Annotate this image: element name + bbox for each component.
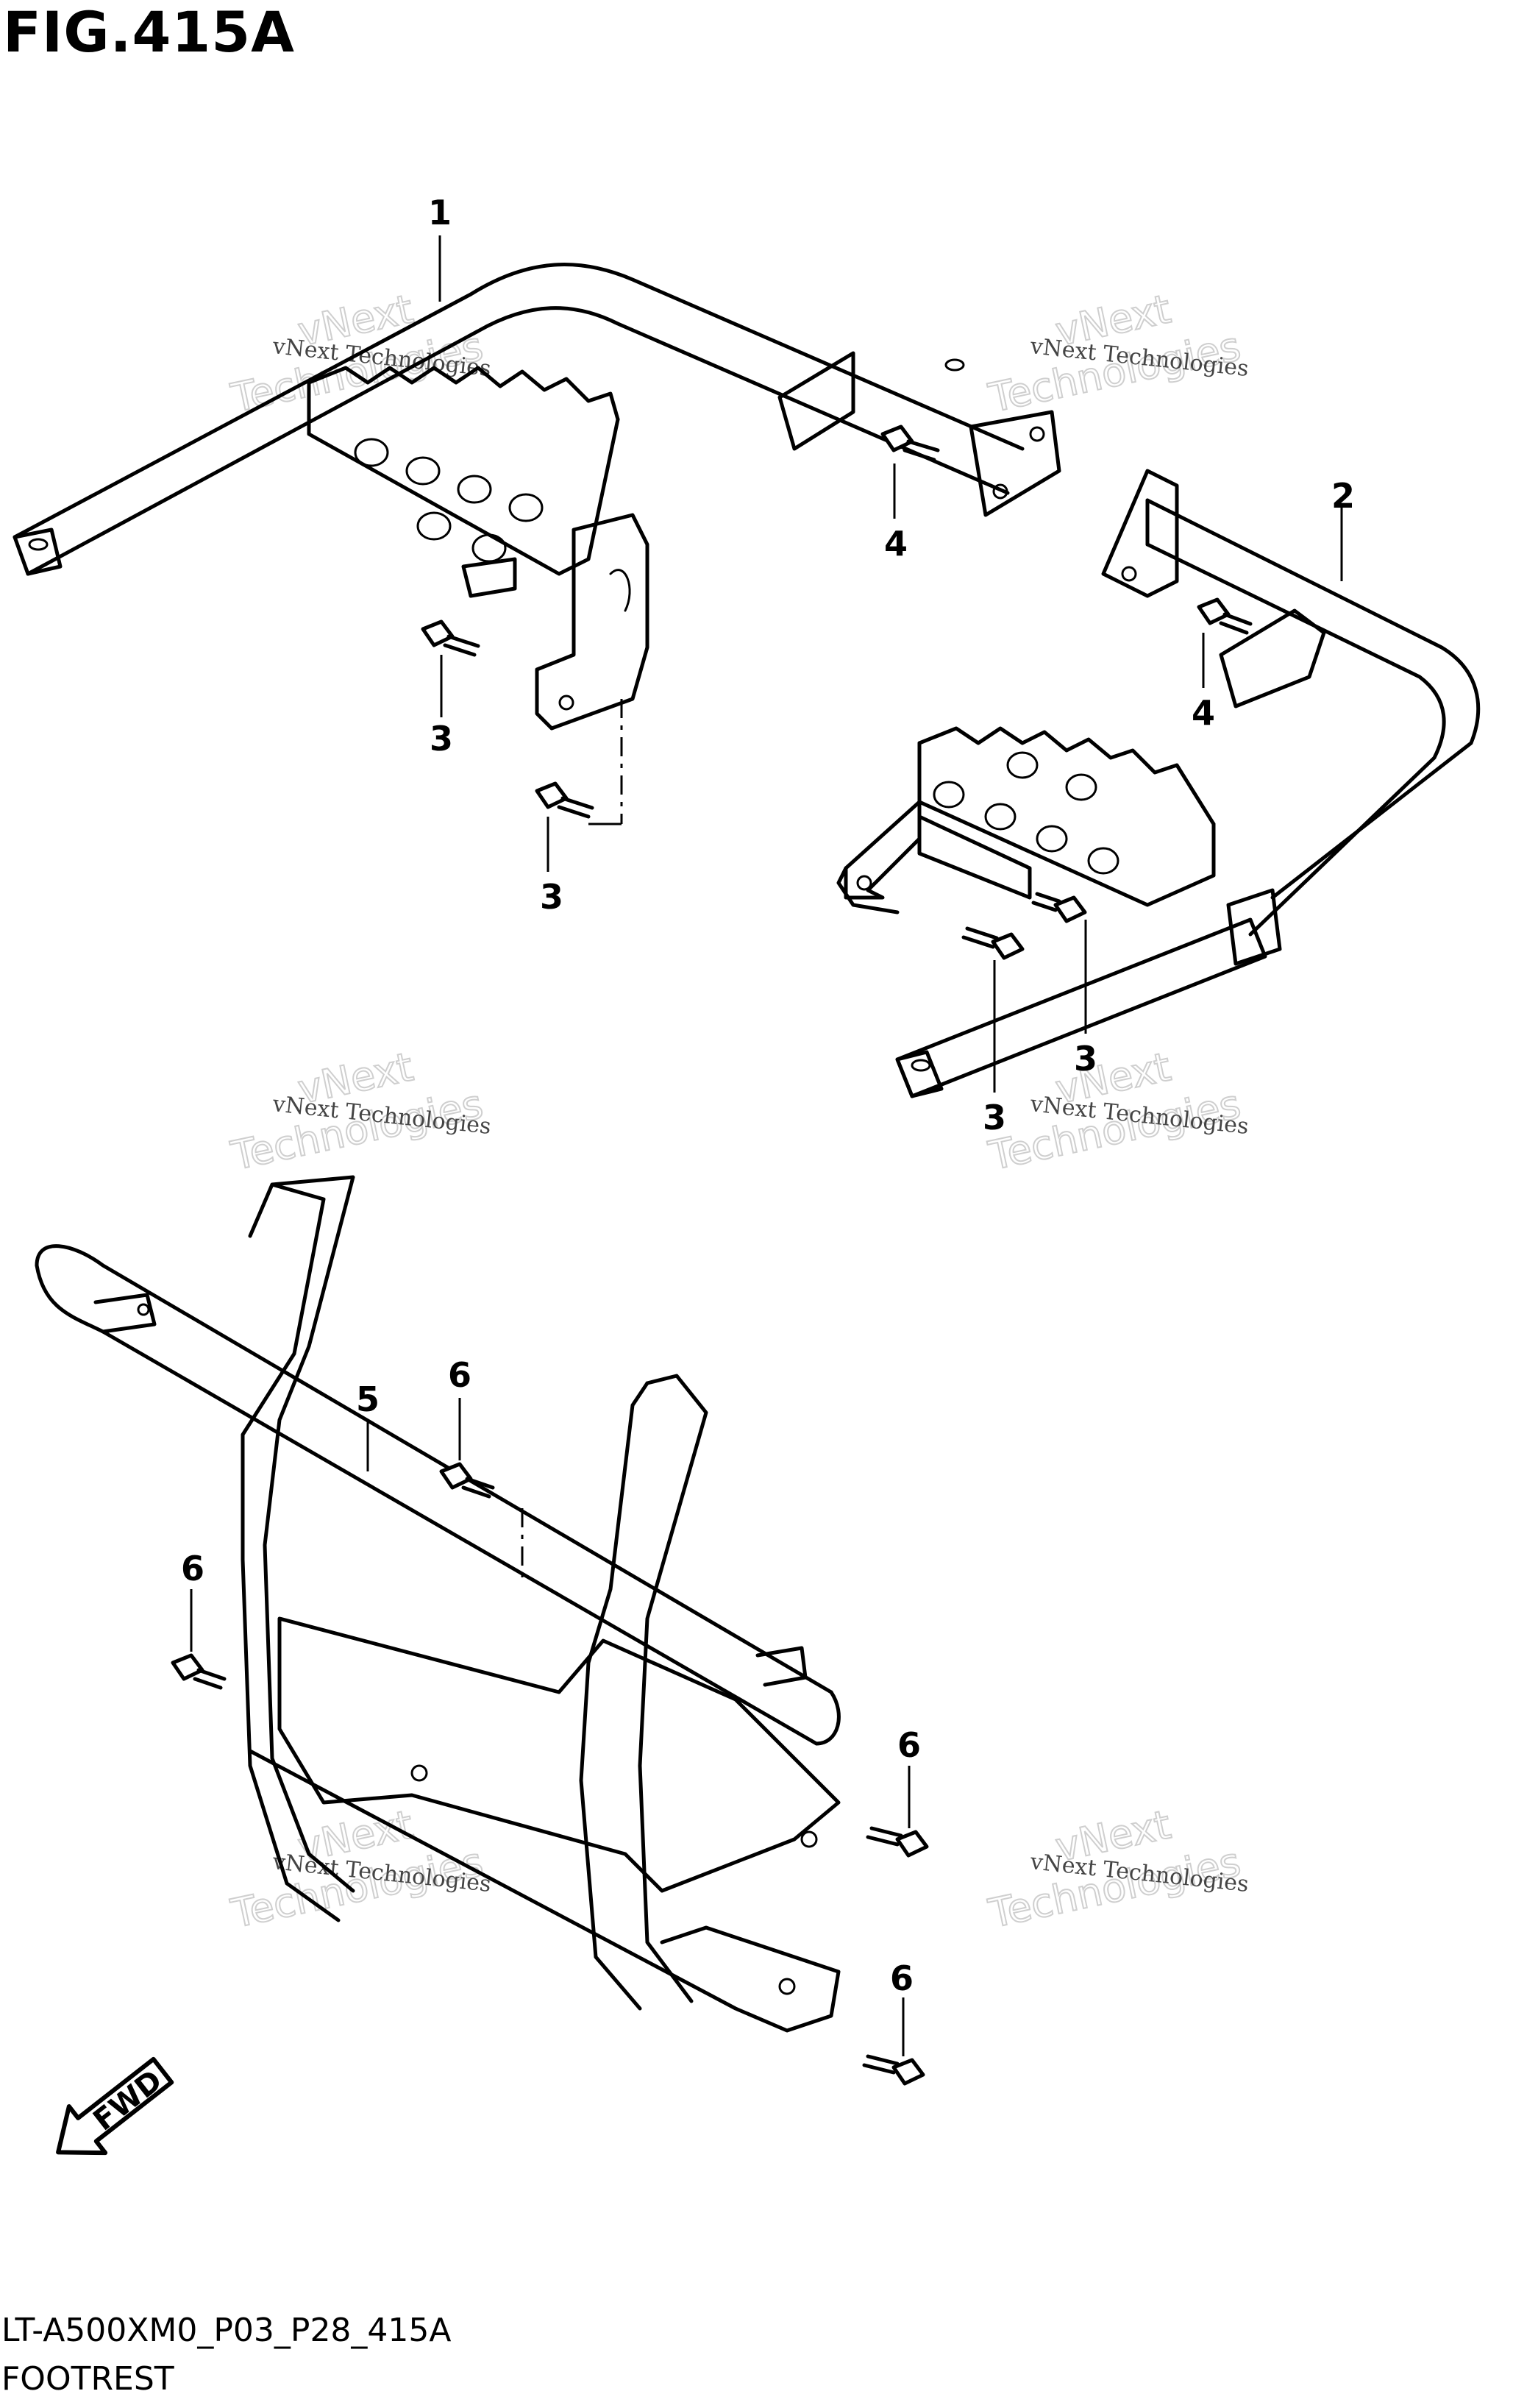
bolt-6-c — [866, 1826, 929, 1858]
callout-5: 5 — [356, 1379, 380, 1419]
callout-6-b: 6 — [181, 1549, 204, 1588]
figure-title: FIG.415A — [3, 0, 295, 65]
callout-1: 1 — [428, 193, 452, 232]
bolt-3-a — [421, 619, 480, 657]
callout-3-a: 3 — [430, 719, 453, 759]
callout-6-a: 6 — [448, 1355, 471, 1395]
bolt-3-d — [961, 926, 1025, 960]
callout-3-c: 3 — [1074, 1039, 1097, 1079]
watermark-group-2: Technologies vNext vNext Technologies — [984, 285, 1250, 422]
callout-4-b: 4 — [1192, 693, 1215, 733]
callout-3-d: 3 — [983, 1098, 1006, 1137]
callout-2: 2 — [1331, 476, 1355, 516]
callout-6-c: 6 — [897, 1725, 921, 1765]
callout-3-b: 3 — [540, 877, 563, 917]
callout-4-a: 4 — [884, 524, 908, 564]
part-5-front-guard — [35, 1175, 841, 2033]
part-1-left-footrest-bar — [13, 263, 1061, 731]
bolt-6-a — [439, 1462, 495, 1499]
bolt-4-lower — [1197, 597, 1253, 635]
watermark-group-6: Technologies vNext vNext Technologies — [984, 1800, 1250, 1938]
bolt-3-c — [1031, 892, 1087, 923]
part-2-right-footrest-bar — [836, 469, 1481, 1098]
bolt-6-b — [171, 1653, 227, 1690]
leader-lines — [190, 235, 1343, 2056]
callout-6-d: 6 — [890, 1958, 914, 1998]
watermark-group-3: Technologies vNext vNext Technologies — [227, 1043, 493, 1180]
figure-code: LT-A500XM0_P03_P28_415A — [1, 2312, 452, 2349]
figure-name: FOOTREST — [1, 2360, 174, 2398]
bolt-6-d — [862, 2054, 925, 2086]
fwd-label: FWD — [88, 2064, 169, 2138]
watermark-group-4: Technologies vNext vNext Technologies — [984, 1043, 1250, 1180]
bolt-4-upper — [880, 425, 940, 462]
bolt-3-b — [535, 781, 594, 819]
fwd-arrow-icon: FWD — [56, 2056, 174, 2156]
